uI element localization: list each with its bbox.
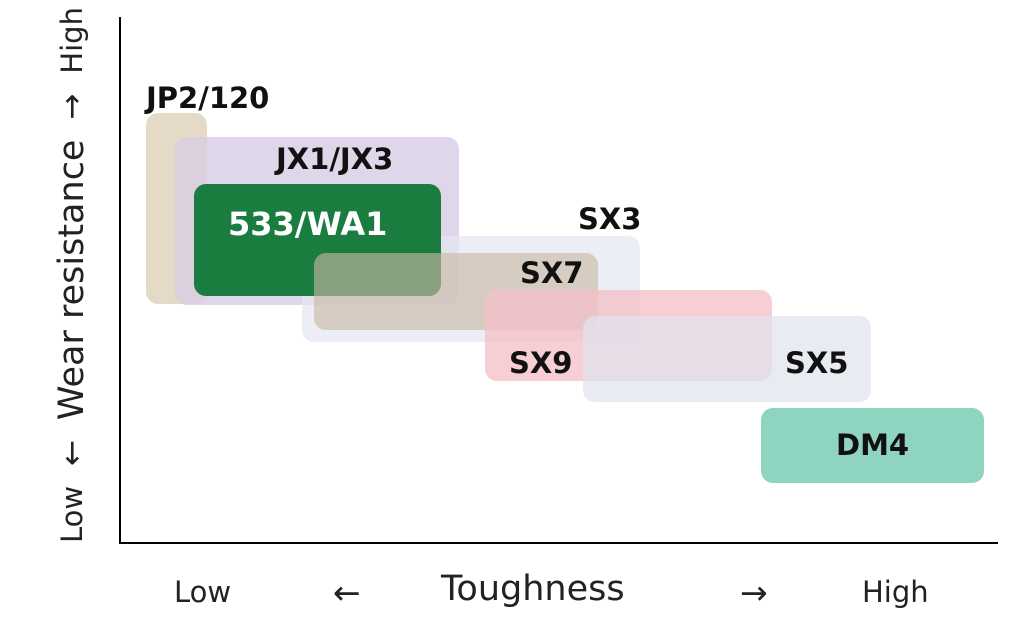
x-axis-right-arrow: → xyxy=(740,573,768,612)
y-axis-title-group: Low ← Wear resistance → High xyxy=(52,7,92,543)
y-axis-low-label: Low xyxy=(55,485,89,543)
y-axis-up-arrow: → xyxy=(54,93,90,120)
label-sx5: SX5 xyxy=(785,346,849,380)
label-533-wa1: 533/WA1 xyxy=(228,205,388,243)
x-axis-title: Toughness xyxy=(441,569,625,609)
y-axis-down-arrow: ← xyxy=(54,439,90,466)
x-axis-left-arrow: ← xyxy=(333,573,361,612)
label-jx1-jx3: JX1/JX3 xyxy=(276,142,394,176)
x-axis-high-label: High xyxy=(862,575,929,609)
label-sx3: SX3 xyxy=(578,202,642,236)
label-sx7: SX7 xyxy=(520,256,584,290)
x-axis-line xyxy=(119,542,998,544)
label-sx9: SX9 xyxy=(509,346,573,380)
x-axis-low-label: Low xyxy=(174,575,232,609)
box-sx5 xyxy=(583,316,871,402)
box-dm4 xyxy=(761,408,984,483)
y-axis-line xyxy=(119,17,121,544)
label-dm4: DM4 xyxy=(836,428,910,462)
y-axis-high-label: High xyxy=(55,7,89,74)
y-axis-title: Wear resistance xyxy=(52,139,92,421)
label-jp2-120: JP2/120 xyxy=(146,81,270,115)
